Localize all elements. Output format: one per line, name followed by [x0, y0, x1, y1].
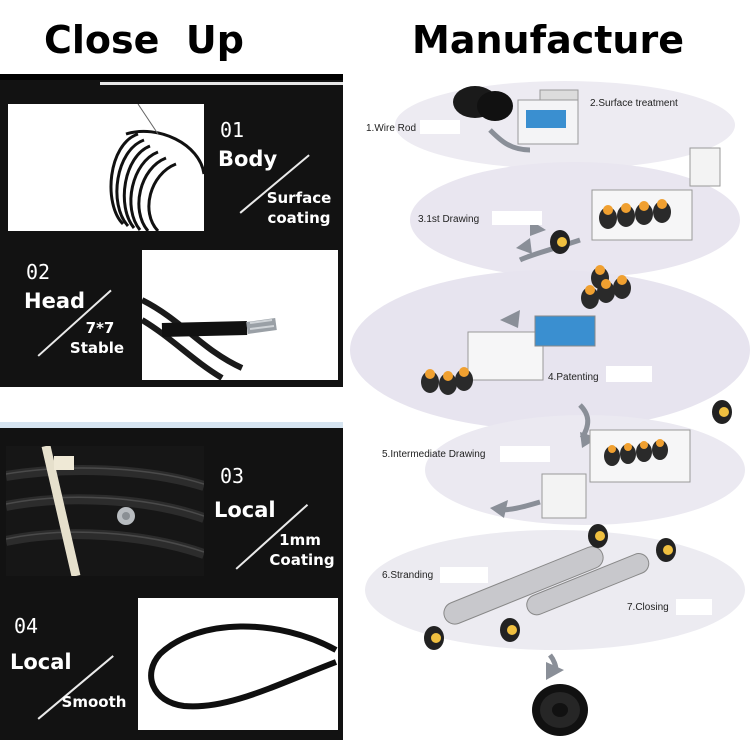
- step-1-blank-box: [420, 120, 460, 134]
- step-3-label: 3.1st Drawing: [418, 214, 480, 225]
- feature-3-sub-line2: Coating: [269, 551, 335, 569]
- manufacture-process-diagram: [350, 81, 750, 736]
- smooth-wire-photo: [138, 598, 338, 730]
- step-4-blank-box: [606, 366, 652, 382]
- feature-2-sub-line2: Stable: [69, 339, 125, 357]
- feature-1-sub-line2: coating: [267, 209, 331, 227]
- feature-2-sub-line1: 7*7: [85, 319, 115, 337]
- step-6-blank-box: [440, 567, 488, 583]
- step-6-label: 6.Stranding: [382, 570, 434, 581]
- step-3-blank-box: [492, 211, 542, 225]
- feature-4-number: 04: [14, 614, 39, 638]
- feature-1-title: Body: [218, 147, 278, 171]
- step-5-blank-box: [500, 446, 550, 462]
- feature-2-number: 02: [26, 260, 51, 284]
- feature-3-sub-line1: 1mm: [279, 531, 321, 549]
- close-up-heading: Close Up: [44, 18, 244, 62]
- local-coating-photo: [6, 446, 204, 576]
- feature-3-number: 03: [220, 464, 245, 488]
- step-4-label: 4.Patenting: [548, 372, 599, 383]
- feature-3-title: Local: [214, 498, 276, 522]
- head-cable-photo: [142, 250, 338, 380]
- manufacture-heading: Manufacture: [412, 18, 684, 62]
- step-2-label: 2.Surface treatment: [590, 98, 678, 109]
- feature-4-sub-line2: Smooth: [61, 693, 127, 711]
- feature-2-title: Head: [24, 289, 86, 313]
- step-7-blank-box: [676, 599, 712, 615]
- step-7-label: 7.Closing: [627, 602, 669, 613]
- step-1-label: 1.Wire Rod: [366, 123, 417, 134]
- step-5-label: 5.Intermediate Drawing: [382, 449, 486, 460]
- feature-1-number: 01: [220, 118, 245, 142]
- stripe-decoration: [0, 422, 343, 428]
- stripe-decoration: [0, 74, 343, 80]
- feature-1-sub-line1: Surface: [266, 189, 332, 207]
- body-wire-photo: [8, 104, 204, 231]
- feature-4-title: Local: [10, 650, 72, 674]
- stripe-decoration: [100, 82, 343, 85]
